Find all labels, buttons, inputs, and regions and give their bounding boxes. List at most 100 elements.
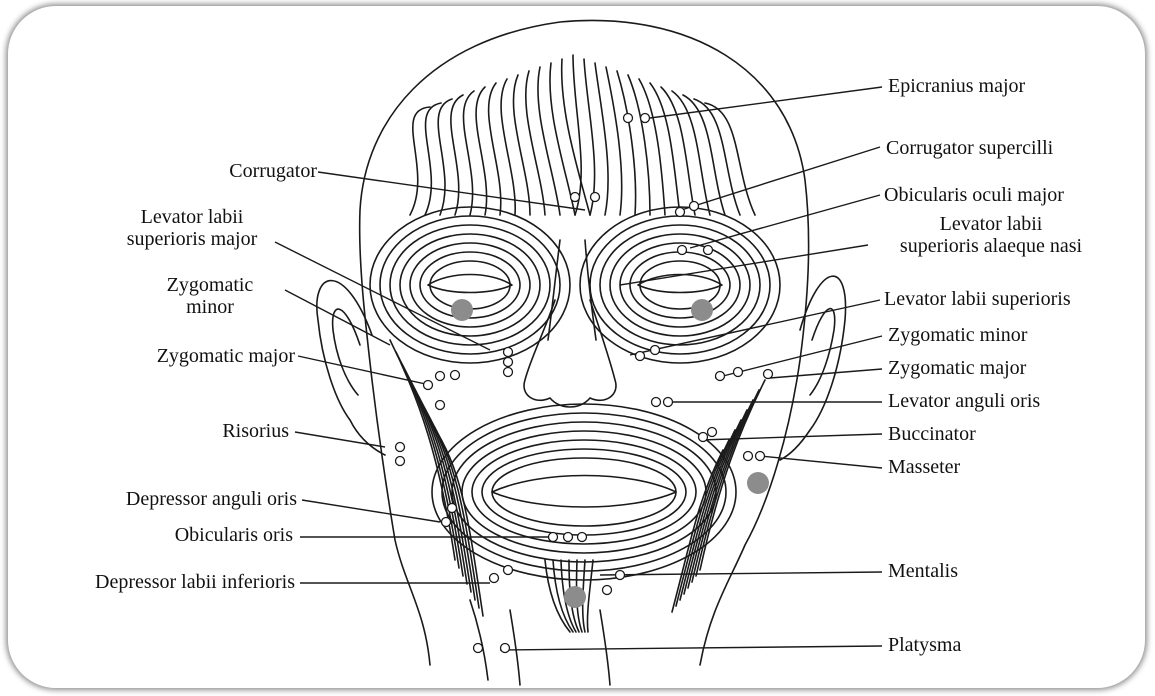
lip-ring [492,458,676,526]
scalp-fiber [584,59,595,215]
leader-line [500,646,882,650]
scalp-fiber [513,75,530,215]
insertion-point [664,398,673,407]
label-depressor-anguli-oris: Depressor anguli oris [126,488,297,510]
label-obicularis-oculi-major: Obicularis oculi major [884,184,1064,206]
scalp-fiber [595,63,608,215]
lip-line [492,476,676,508]
leader-line [770,369,882,378]
label-zygomatic-major-right: Zygomatic major [888,357,1026,379]
lip-ring [482,449,686,535]
insertion-point [504,566,513,575]
insertion-point [624,114,633,123]
label-line: Zygomatic [150,274,270,296]
insertion-point [690,202,699,211]
scalp-fiber [451,95,463,215]
insertion-point [704,246,713,255]
leader-line [700,434,882,440]
scalp-fiber [463,91,474,215]
insertion-point [616,571,625,580]
leader-line [285,290,390,345]
label-corrugator-supercilli: Corrugator supercilli [886,137,1053,159]
label-line: Levator labii [866,213,1116,235]
insertion-point [678,246,687,255]
label-epicranius-major: Epicranius major [888,75,1025,97]
label-platysma: Platysma [888,634,961,656]
eye-ring [400,234,540,336]
insertion-point [578,533,587,542]
eye-ring [380,216,560,354]
insertion-point [636,352,645,361]
label-obicularis-oris: Obicularis oris [175,524,293,546]
insertion-point [591,193,600,202]
leader-line [318,172,585,210]
grey-marker [691,299,713,321]
label-line: superioris alaeque nasi [866,235,1116,257]
insertion-point [448,504,457,513]
lip-ring [442,413,726,571]
insertion-point [564,533,573,542]
eye-ring [590,216,770,354]
epicranius-fibers [410,55,755,215]
right-ear [780,276,846,460]
insertion-point [436,401,445,410]
label-risorius: Risorius [222,420,289,442]
label-line: superioris major [92,228,292,250]
scalp-fiber [639,79,665,215]
label-line: Levator labii [92,206,292,228]
insertion-point [504,358,513,367]
label-depressor-labii-inferioris: Depressor labii inferioris [95,571,295,593]
scalp-fiber [410,107,430,215]
label-levator-labii-superioris: Levator labii superioris [884,288,1071,310]
label-zygomatic-major-left: Zygomatic major [157,345,295,367]
insertion-point [652,398,661,407]
insertion-point [708,428,717,437]
label-line: minor [150,296,270,318]
scalp-fiber [438,99,452,215]
face-illustration [317,20,846,685]
insertion-point [764,370,773,379]
leader-line [295,432,385,447]
leader-line [690,195,880,248]
insertion-point [501,644,510,653]
insertion-point [716,372,725,381]
insertion-point [549,533,558,542]
eye-ring [430,261,510,309]
insertion-point [676,208,685,217]
leader-line [298,356,430,385]
label-zygomatic-minor-left: Zygomatic minor [150,274,270,318]
eyelid [638,275,722,293]
leader-line [275,242,490,350]
leader-line [302,500,440,522]
insertion-point [490,574,499,583]
label-buccinator: Buccinator [888,423,976,445]
right-eye-orbicularis [580,207,780,363]
scalp-fiber [617,71,636,215]
scalp-fiber [573,55,581,215]
insertion-point [744,452,753,461]
label-levator-anguli-oris: Levator anguli oris [888,390,1040,412]
insertion-point [451,371,460,380]
insertion-point [424,381,433,390]
insertion-point [436,372,445,381]
label-levator-labii-superioris-major: Levator labii superioris major [92,206,292,250]
eyelid [428,275,512,293]
insertion-point [734,368,743,377]
mouth-orbicularis [432,404,736,580]
lip-ring [472,440,696,544]
grey-marker [747,472,769,494]
insertion-point [504,348,513,357]
label-masseter: Masseter [888,456,960,478]
label-corrugator: Corrugator [229,160,317,182]
insertion-point [396,443,405,452]
insertion-point [699,433,708,442]
insertion-point [651,346,660,355]
insertion-point [442,518,451,527]
right-ear-inner [810,309,835,395]
grey-marker [451,299,473,321]
scalp-fiber [489,83,501,215]
insertion-point [504,368,513,377]
insertion-point [641,114,650,123]
neck-line [470,600,610,685]
eye-ring [630,252,730,318]
